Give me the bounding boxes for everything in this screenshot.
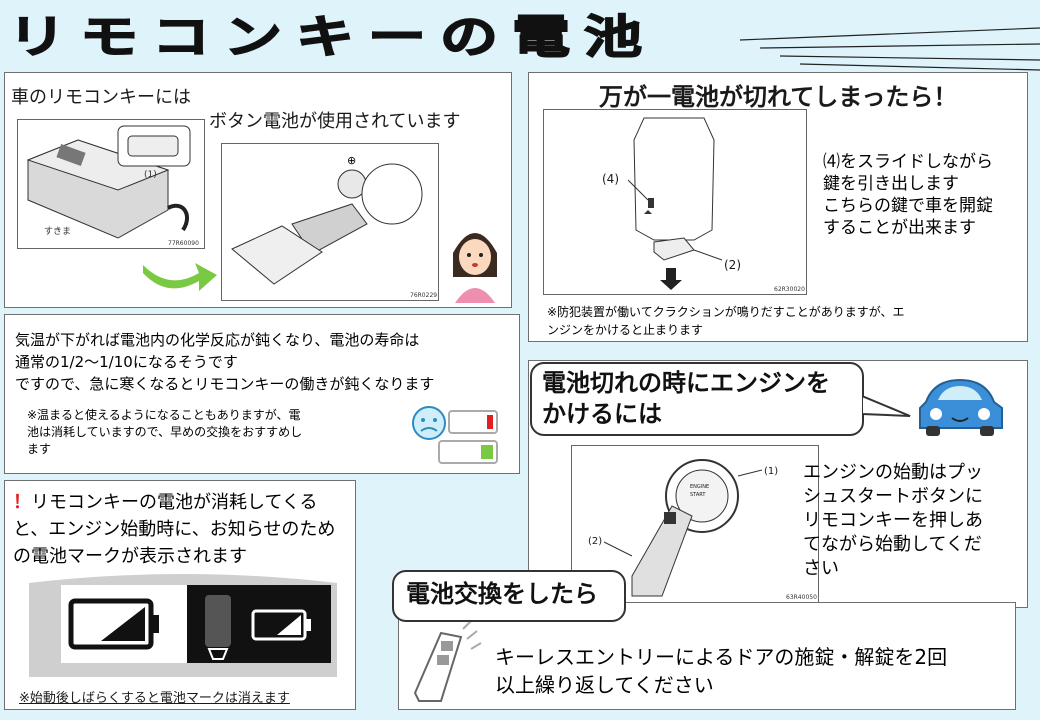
emergency-note-line: ※防犯装置が働いてクラクションが鳴りだすことがありますが、エ — [547, 305, 905, 319]
emergency-text-line: することが出来ます — [823, 218, 976, 238]
fig-label-2: (2) — [724, 258, 741, 272]
emergency-fig-code: 62R30020 — [774, 286, 805, 293]
panel-intro: 車のリモコンキーには ボタン電池が使用されています (1) すきま 77R600… — [4, 72, 512, 308]
cold-text-line: ですので、急に寒くなるとリモコンキーの働きが鈍くなります — [15, 375, 435, 393]
emergency-note: ※防犯装置が働いてクラクションが鳴りだすことがありますが、エ ンジンをかけると止… — [547, 303, 904, 339]
mechanical-key-figure: (4) (2) 62R30020 — [543, 109, 807, 295]
replace-text-line: 以上繰り返してください — [495, 673, 714, 697]
cold-text-line: 通常の1/2～1/10になるそうです — [15, 353, 238, 371]
title-decoration — [739, 27, 1040, 71]
emergency-note-line: ンジンをかけると止まります — [547, 323, 704, 337]
warning-text-line: リモコンキーの電池が消耗してくる — [31, 492, 318, 513]
engine-heading-bubble: 電池切れの時にエンジンを かけるには — [530, 362, 864, 436]
engine-text-line: シュスタートボタンに — [803, 486, 983, 507]
cold-text-line: 気温が下がれば電池内の化学反応が鈍くなり、電池の寿命は — [15, 331, 420, 349]
replace-text-line: キーレスエントリーによるドアの施錠・解錠を2回 — [495, 645, 948, 669]
svg-text:⊕: ⊕ — [347, 154, 356, 167]
emergency-text-line: ⑷をスライドしながら — [823, 152, 993, 172]
warning-mark-icon: ！ — [13, 492, 31, 513]
dashboard-battery-display — [29, 574, 337, 677]
replace-text: キーレスエントリーによるドアの施錠・解錠を2回 以上繰り返してください — [495, 643, 947, 699]
push-start-figure: ENGINE START (1) (2) 63R40050 — [571, 445, 819, 603]
arrow-icon — [143, 263, 217, 291]
fig2-code: 76R0229 — [410, 292, 438, 299]
low-battery-icon — [412, 406, 498, 464]
engine-fig-code: 63R40050 — [786, 594, 817, 601]
engine-text-line: リモコンキーを押しあ — [803, 510, 983, 531]
emergency-text: ⑷をスライドしながら 鍵を引き出します こちらの鍵で車を開錠 することが出来ます — [823, 151, 993, 239]
panel-cold: 気温が下がれば電池内の化学反応が鈍くなり、電池の寿命は 通常の1/2～1/10に… — [4, 314, 520, 474]
worried-woman-icon — [453, 233, 497, 303]
warning-text: ！リモコンキーの電池が消耗してくる と、エンジン始動時に、お知らせのため の電池… — [13, 489, 335, 570]
intro-line1: 車のリモコンキーには — [11, 87, 191, 108]
page-title: リモコンキーの電池 — [7, 9, 657, 64]
engine-fig-label-1: (1) — [764, 466, 779, 477]
key-fob-illustration — [26, 125, 191, 239]
fig1-gap-label: すきま — [44, 227, 72, 237]
panel-warning: ！リモコンキーの電池が消耗してくる と、エンジン始動時に、お知らせのため の電池… — [4, 480, 356, 710]
battery-disassembly-illustration: ⊕ ⊖ — [231, 154, 423, 285]
key-figure-2: ⊕ ⊖ 76R0229 — [221, 143, 439, 301]
cold-note-line: 池は消耗していますので、早めの交換をおすすめし — [27, 425, 303, 439]
emergency-text-line: こちらの鍵で車を開錠 — [823, 196, 993, 216]
bubble-tail — [862, 394, 911, 417]
engine-fig-label-2: (2) — [588, 536, 603, 547]
engine-heading-line: 電池切れの時にエンジンを — [542, 369, 830, 397]
engine-text: エンジンの始動はプッ シュスタートボタンに リモコンキーを押しあ てながら始動し… — [803, 461, 983, 581]
panel-emergency: 万が一電池が切れてしまったら！ (4) (2) 62R30020 ⑷をスライドし… — [528, 72, 1028, 342]
replace-heading: 電池交換をしたら — [406, 580, 598, 608]
warning-text-line: の電池マークが表示されます — [13, 546, 247, 567]
key-fob-icon — [413, 620, 482, 702]
fig1-code: 77R60090 — [168, 240, 199, 247]
engine-button-text-1: ENGINE — [690, 484, 710, 490]
engine-text-line: てながら始動してくだ — [803, 534, 982, 555]
replace-heading-bubble: 電池交換をしたら — [392, 570, 626, 622]
key-extraction-illustration — [627, 117, 723, 290]
cold-note-line: ※温まると使えるようになることもありますが、電 — [27, 408, 301, 422]
car-icon — [919, 378, 1003, 436]
cold-text: 気温が下がれば電池内の化学反応が鈍くなり、電池の寿命は 通常の1/2～1/10に… — [15, 329, 434, 395]
push-start-illustration — [603, 459, 763, 597]
cold-note: ※温まると使えるようになることもありますが、電 池は消耗していますので、早めの交… — [27, 407, 302, 458]
emergency-text-line: 鍵を引き出します — [823, 174, 959, 194]
emergency-heading: 万が一電池が切れてしまったら！ — [599, 83, 958, 111]
engine-button-text-2: START — [690, 492, 706, 498]
warning-footer: ※始動後しばらくすると電池マークは消えます — [19, 691, 290, 706]
key-figure-1: (1) すきま 77R60090 — [17, 119, 205, 249]
engine-heading-line: かけるには — [542, 400, 662, 428]
intro-line2: ボタン電池が使用されています — [209, 111, 461, 132]
engine-text-line: エンジンの始動はプッ — [803, 462, 983, 483]
fig1-callout: (1) — [144, 170, 157, 180]
warning-text-line: と、エンジン始動時に、お知らせのため — [13, 519, 336, 540]
panel-replace: キーレスエントリーによるドアの施錠・解錠を2回 以上繰り返してください — [398, 602, 1016, 710]
cold-note-line: ます — [27, 442, 52, 456]
engine-text-line: さい — [803, 558, 839, 579]
fig-label-4: (4) — [602, 172, 619, 186]
